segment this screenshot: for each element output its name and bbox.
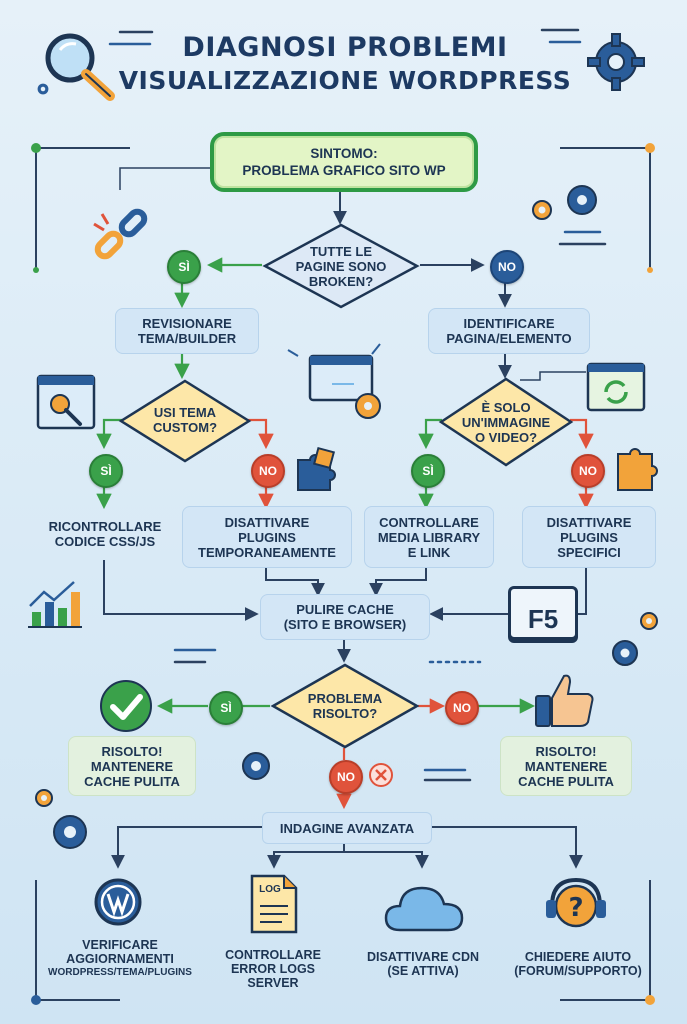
action-disable-specific-plugins: DISATTIVARE PLUGINS SPECIFICI xyxy=(522,506,656,568)
support-headset-icon: ? xyxy=(546,877,606,928)
action-check-media-library: CONTROLLARE MEDIA LIBRARY E LINK xyxy=(364,506,494,568)
decision-q3-label: È SOLO UN'IMMAGINE O VIDEO? xyxy=(461,399,551,445)
page-subtitle: VISUALIZZAZIONE WORDPRESS xyxy=(118,66,572,95)
decision-diamond-q4 xyxy=(270,663,420,749)
q3-yes-badge: SÌ xyxy=(411,454,445,488)
start-symptom-box: SINTOMO: PROBLEMA GRAFICO SITO WP xyxy=(210,132,478,192)
broken-link-icon xyxy=(93,208,148,260)
bar-chart-icon xyxy=(28,581,82,628)
decision-q2-label: USI TEMA CUSTOM? xyxy=(152,405,218,435)
corner-frame xyxy=(35,147,651,1001)
step-identify-element: IDENTIFICARE PAGINA/ELEMENTO xyxy=(428,308,590,354)
q2-yes-badge: SÌ xyxy=(89,454,123,488)
thumbs-up-icon xyxy=(535,674,594,727)
puzzle-icon xyxy=(297,446,336,491)
action-check-css-js: RICONTROLLARE CODICE CSS/JS xyxy=(48,519,162,549)
gear-icon-blue-4 xyxy=(53,815,87,849)
gear-icon-blue-3 xyxy=(242,752,270,780)
refresh-icon xyxy=(586,362,646,412)
gear-icon-blue-2 xyxy=(612,640,638,666)
decision-diamond-q1 xyxy=(262,223,420,309)
browser-wrench-icon xyxy=(36,374,96,430)
bottom-label-error-logs: CONTROLLARE ERROR LOGS SERVER xyxy=(225,948,321,990)
resolved-right-box: RISOLTO! MANTENERE CACHE PULITA xyxy=(500,736,632,796)
decision-q4-label: PROBLEMA RISOLTO? xyxy=(307,691,383,721)
q4-no-down-badge: NO xyxy=(329,760,363,794)
wordpress-icon xyxy=(94,878,142,926)
page-title: DIAGNOSI PROBLEMI xyxy=(182,32,508,63)
q4-yes-badge: SÌ xyxy=(209,691,243,725)
gear-icon xyxy=(587,33,645,91)
q1-no-badge: NO xyxy=(490,250,524,284)
gear-icon-blue xyxy=(567,185,597,215)
close-icon xyxy=(369,763,393,787)
decision-q1-label: TUTTE LE PAGINE SONO BROKEN? xyxy=(295,243,387,289)
log-file-icon xyxy=(250,874,298,934)
q4-no-right-badge: NO xyxy=(445,691,479,725)
log-icon-text: LOG xyxy=(259,884,281,895)
q1-yes-badge: SÌ xyxy=(167,250,201,284)
bottom-label-cdn: DISATTIVARE CDN (SE ATTIVA) xyxy=(366,950,480,978)
gear-icon-small-orange xyxy=(532,200,552,220)
browser-window-icon xyxy=(287,343,381,419)
gear-icon-small-orange-3 xyxy=(35,789,53,807)
f5-key-icon: F5 xyxy=(508,586,578,640)
cloud-icon xyxy=(384,886,464,932)
advanced-investigation-box: INDAGINE AVANZATA xyxy=(262,812,432,844)
decision-diamond-q2 xyxy=(118,379,252,463)
decision-diamond-q3 xyxy=(438,377,574,467)
action-disable-plugins-temp: DISATTIVARE PLUGINS TEMPORANEAMENTE xyxy=(182,506,352,568)
step-clear-cache: PULIRE CACHE (SITO E BROWSER) xyxy=(260,594,430,640)
q2-no-badge: NO xyxy=(251,454,285,488)
start-label: SINTOMO: PROBLEMA GRAFICO SITO WP xyxy=(242,146,446,178)
gear-icon-small-orange-2 xyxy=(640,612,658,630)
checkmark-icon xyxy=(100,680,152,732)
bottom-label-support: CHIEDERE AIUTO (FORUM/SUPPORTO) xyxy=(514,950,642,978)
magnifier-icon xyxy=(45,33,115,101)
resolved-left-box: RISOLTO! MANTENERE CACHE PULITA xyxy=(68,736,196,796)
q3-no-badge: NO xyxy=(571,454,605,488)
small-gear-icon xyxy=(37,83,49,95)
step-review-theme: REVISIONARE TEMA/BUILDER xyxy=(115,308,259,354)
svg-text:?: ? xyxy=(568,893,583,923)
puzzle-icon-orange xyxy=(617,448,658,491)
bottom-label-updates: VERIFICARE AGGIORNAMENTI WORDPRESS/TEMA/… xyxy=(48,938,192,978)
